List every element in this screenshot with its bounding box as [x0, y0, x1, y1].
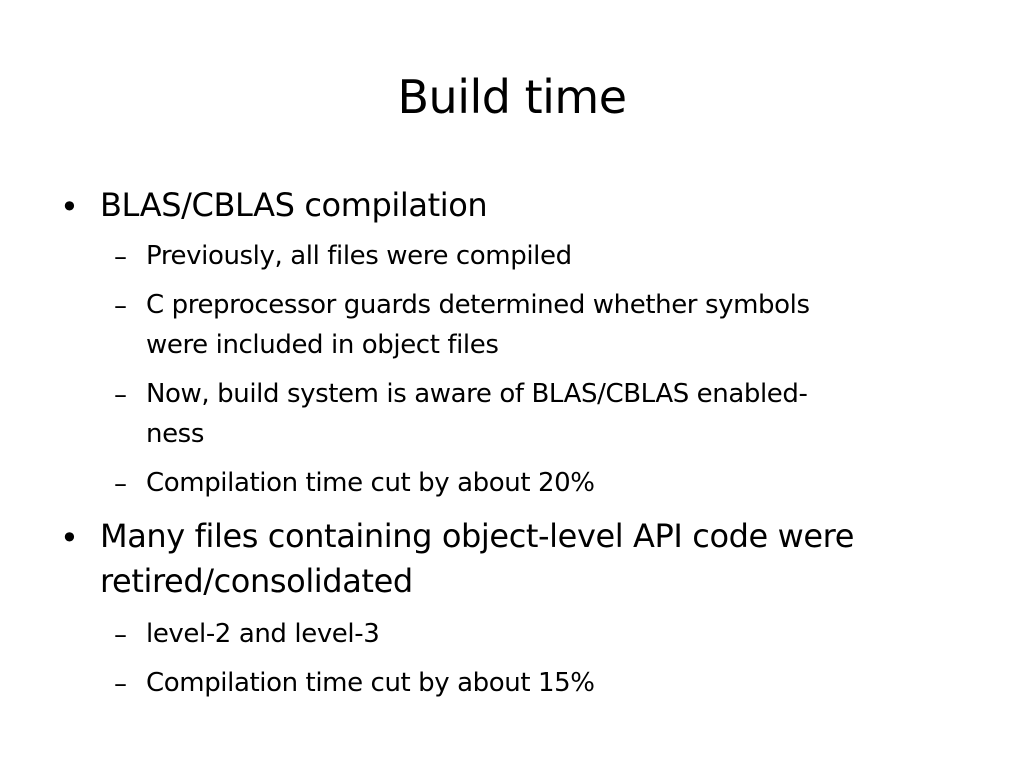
slide-title: Build time	[397, 70, 627, 124]
subbullet-text-continued: were included in object files	[146, 330, 499, 360]
subbullet-text-continued: ness	[146, 419, 204, 449]
subbullet-marker: –	[114, 380, 127, 410]
subbullet-marker: –	[114, 469, 127, 499]
bullet-text: BLAS/CBLAS compilation	[100, 186, 488, 224]
subbullet-text: C preprocessor guards determined whether…	[146, 290, 810, 320]
subbullet-text: Now, build system is aware of BLAS/CBLAS…	[146, 379, 808, 409]
subbullet-marker: –	[114, 620, 127, 650]
subbullet-marker: –	[114, 669, 127, 699]
bullet-text-continued: retired/consolidated	[100, 562, 413, 600]
subbullet-text: Previously, all files were compiled	[146, 241, 572, 271]
subbullet-text: Compilation time cut by about 20%	[146, 468, 595, 498]
bullet-text: Many files containing object-level API c…	[100, 517, 854, 555]
subbullet-text: Compilation time cut by about 15%	[146, 668, 595, 698]
bullet-marker: •	[60, 188, 79, 226]
bullet-marker: •	[60, 519, 79, 557]
subbullet-marker: –	[114, 242, 127, 272]
subbullet-text: level-2 and level-3	[146, 619, 380, 649]
subbullet-marker: –	[114, 291, 127, 321]
